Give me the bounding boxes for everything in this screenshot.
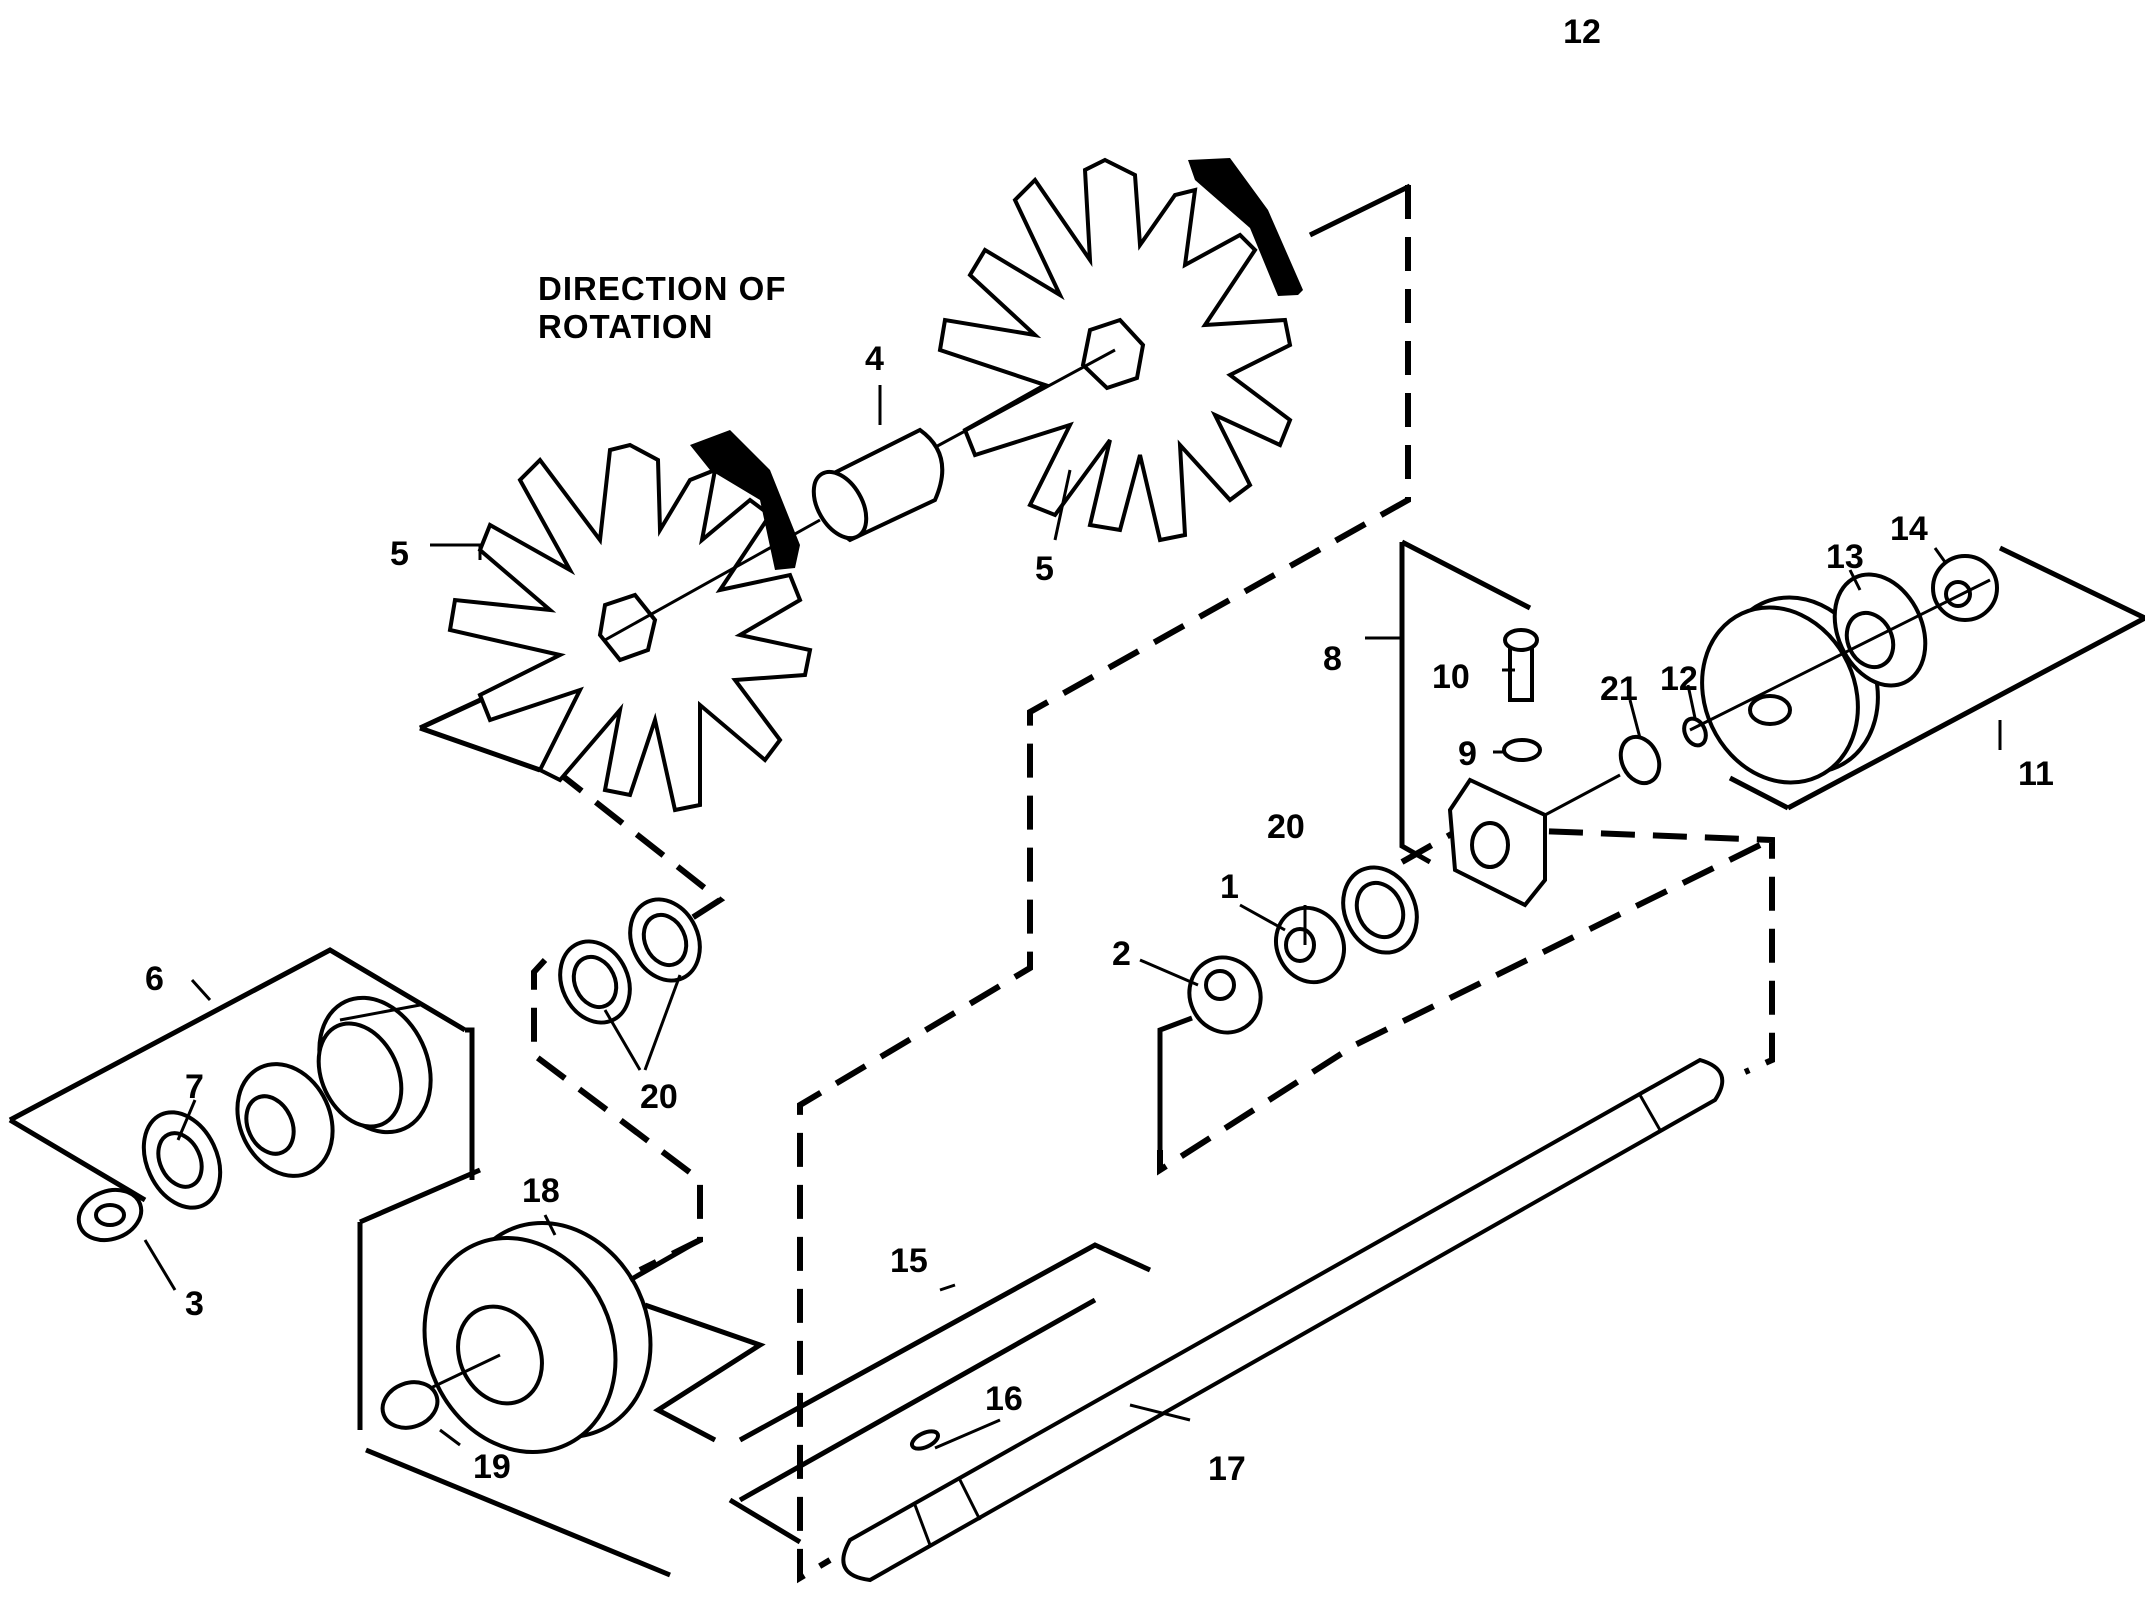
- washer-right: [1341, 865, 1419, 955]
- callout-2: 2: [1112, 935, 1131, 973]
- collar: [76, 1187, 144, 1243]
- bearing-housing: [316, 995, 433, 1135]
- leader-lines: [143, 385, 2002, 1450]
- callout-17: 17: [1208, 1450, 1246, 1488]
- spacer-tube: [811, 427, 945, 543]
- callout-10: 10: [1432, 658, 1470, 696]
- callout-14: 14: [1890, 510, 1928, 548]
- callout-20-right: 20: [1267, 808, 1305, 846]
- bushing: [1274, 905, 1346, 985]
- small-washer: [1682, 716, 1708, 748]
- pulley: [394, 1220, 702, 1455]
- end-collar: [1931, 554, 1999, 622]
- rotation-arrow-left: [690, 430, 800, 570]
- collar-2: [1187, 955, 1263, 1035]
- callout-11: 11: [2018, 755, 2054, 793]
- set-collar: [1618, 734, 1662, 786]
- page-number: 12: [1563, 13, 1601, 51]
- callout-21: 21: [1600, 670, 1638, 708]
- snap-ring: [380, 1380, 440, 1430]
- callout-1: 1: [1220, 868, 1239, 906]
- callout-4: 4: [865, 340, 884, 378]
- rotation-arrow-right: [1188, 158, 1303, 296]
- callout-15: 15: [890, 1242, 928, 1280]
- callout-5-left: 5: [390, 535, 409, 573]
- callout-3: 3: [185, 1285, 204, 1323]
- callout-9: 9: [1458, 735, 1477, 773]
- callout-18: 18: [522, 1172, 560, 1210]
- callout-12: 12: [1660, 660, 1698, 698]
- callout-20-left: 20: [640, 1078, 678, 1116]
- washer-pair: [558, 897, 702, 1025]
- flat-washer: [1502, 738, 1542, 762]
- flange-housing: [1700, 595, 1880, 785]
- rotation-note-line2: ROTATION: [538, 308, 713, 345]
- callout-13: 13: [1826, 538, 1864, 576]
- rotation-note-line1: DIRECTION OF: [538, 270, 787, 307]
- callout-6: 6: [145, 960, 164, 998]
- callout-8: 8: [1323, 640, 1342, 678]
- callout-19: 19: [473, 1448, 511, 1486]
- lock-collar: [141, 1110, 223, 1210]
- assembly-guide-lines: [8, 183, 2145, 1584]
- callout-7: 7: [185, 1068, 204, 1106]
- shaft: [841, 1057, 1725, 1583]
- callout-5-right: 5: [1035, 550, 1054, 588]
- mounting-block: [1447, 777, 1547, 908]
- shaft-key: [909, 1429, 941, 1451]
- bearing: [235, 1062, 335, 1178]
- cap-screw: [1503, 628, 1539, 702]
- callout-16: 16: [985, 1380, 1023, 1418]
